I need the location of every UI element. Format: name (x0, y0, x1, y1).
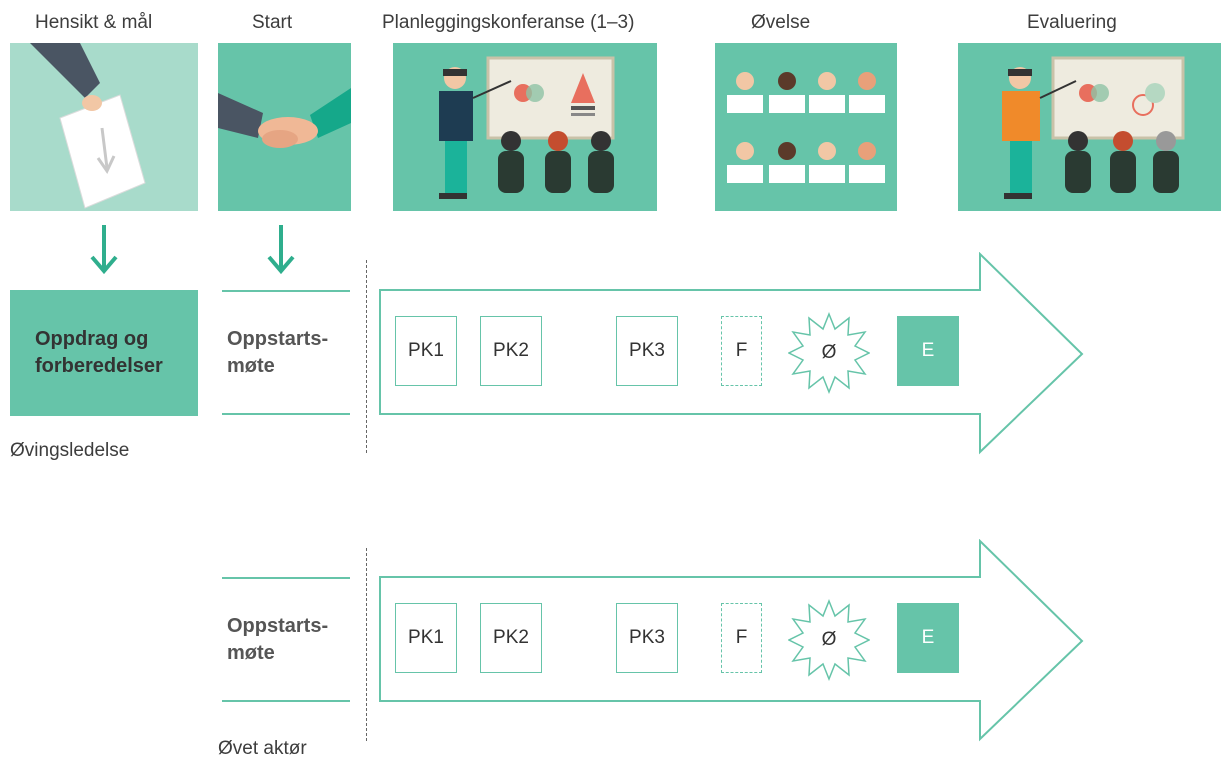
handshake-illustration (218, 43, 351, 211)
column-label-start: Start (252, 12, 293, 33)
dashed-divider (366, 260, 367, 453)
step-pk1: PK1 (395, 316, 457, 386)
divider-line (222, 577, 350, 579)
step-e: E (897, 316, 959, 386)
step-pk1: PK1 (395, 603, 457, 673)
divider-line (222, 700, 350, 702)
step-f: F (721, 316, 762, 386)
starburst-icon: Ø (787, 598, 871, 682)
kickoff-meeting-label: Oppstarts- møte (227, 328, 329, 377)
column-label-exercise: Øvelse (751, 12, 811, 33)
kickoff-meeting-label: Oppstarts- møte (227, 615, 329, 664)
step-pk2: PK2 (480, 316, 542, 386)
row-label-exercise-management: Øvingsledelse (10, 440, 130, 461)
row-label-exercised-actor: Øvet aktør (218, 738, 307, 759)
step-o: Ø (821, 342, 837, 363)
step-f: F (721, 603, 762, 673)
step-pk2: PK2 (480, 603, 542, 673)
step-o: Ø (821, 629, 837, 650)
preparation-box: Oppdrag og forberedelser (10, 290, 198, 416)
document-illustration (10, 43, 198, 211)
starburst-icon: Ø (787, 311, 871, 395)
step-e: E (897, 603, 959, 673)
exercise-illustration (715, 43, 897, 211)
column-label-planning: Planleggingskonferanse (1–3) (382, 12, 635, 33)
timeline-arrow (379, 252, 1084, 455)
step-pk3: PK3 (616, 316, 678, 386)
evaluation-illustration (958, 43, 1221, 211)
column-label-purpose: Hensikt & mål (35, 12, 153, 33)
dashed-divider (366, 548, 367, 741)
timeline-arrow (379, 539, 1084, 742)
divider-line (222, 413, 350, 415)
down-arrow-icon (90, 225, 118, 275)
preparation-box-label: Oppdrag og forberedelser (35, 328, 163, 377)
divider-line (222, 290, 350, 292)
down-arrow-icon (267, 225, 295, 275)
step-pk3: PK3 (616, 603, 678, 673)
planning-conference-illustration (393, 43, 657, 211)
column-label-evaluation: Evaluering (1027, 12, 1117, 33)
